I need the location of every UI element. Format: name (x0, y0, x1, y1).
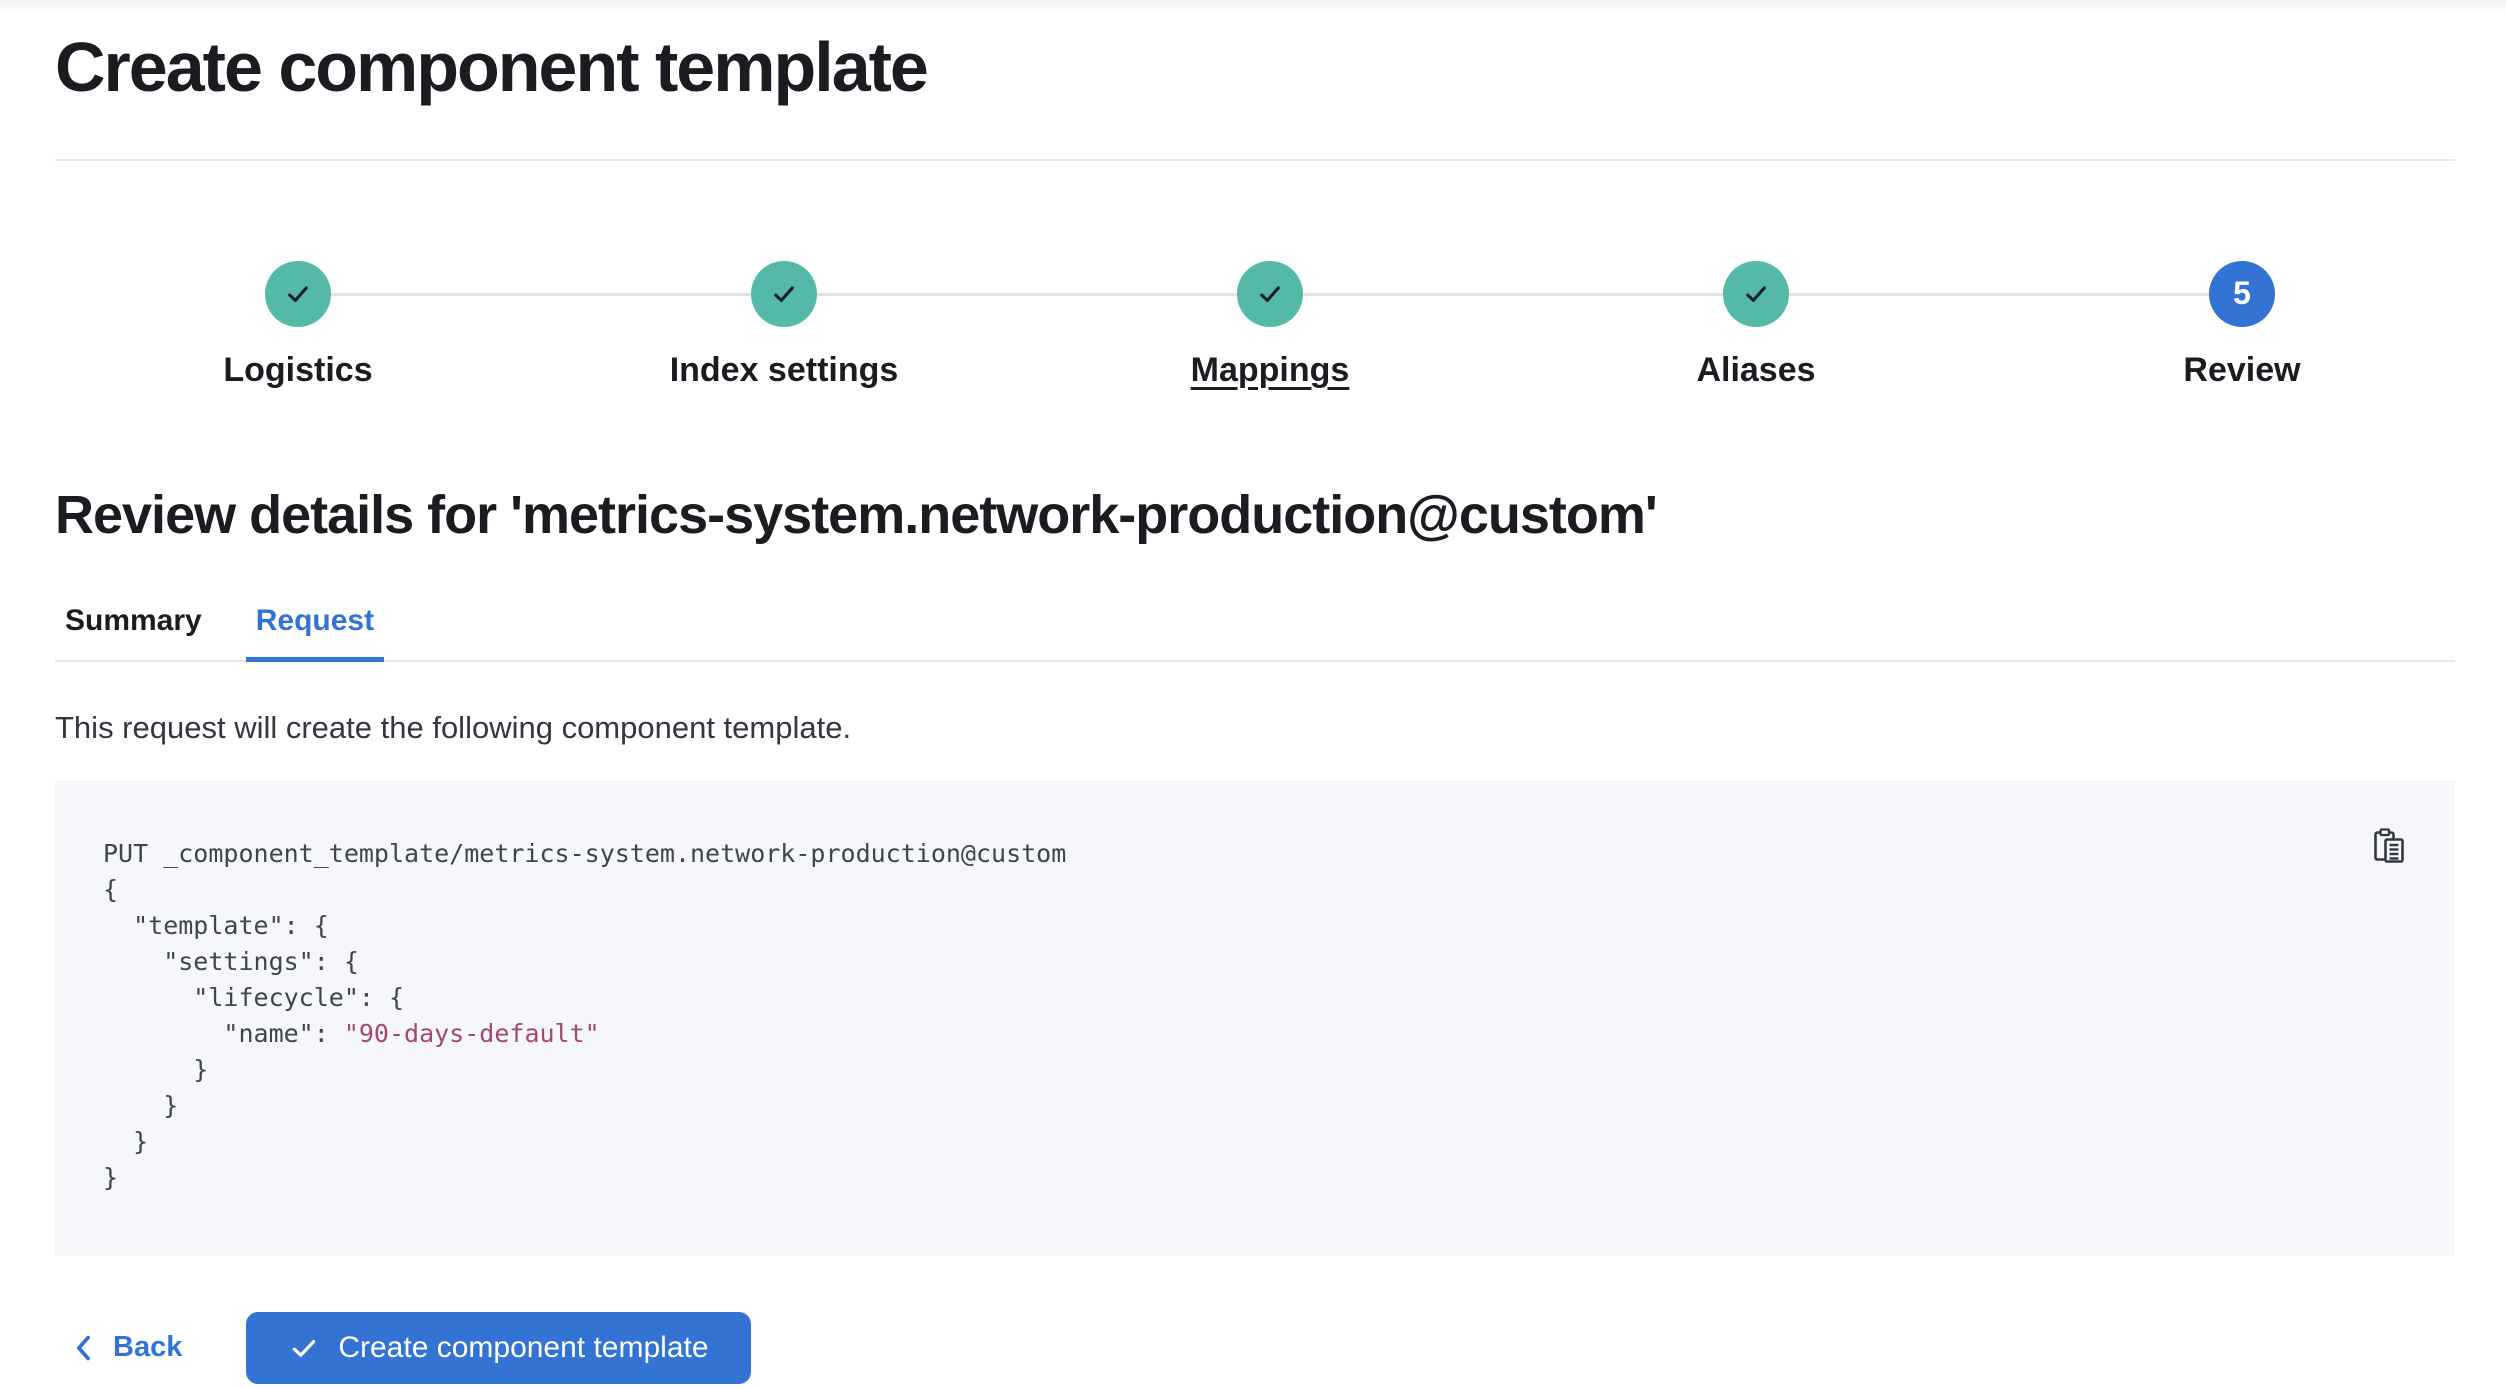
step-status-circle (751, 260, 817, 327)
create-component-template-button[interactable]: Create component template (246, 1311, 751, 1384)
footer: Back Create component template (55, 1311, 2455, 1384)
step-check-icon (1746, 286, 1766, 302)
copy-clipboard-icon (2374, 828, 2404, 863)
review-heading: Review details for 'metrics-system.netwo… (55, 484, 1658, 545)
step-label: Review (2183, 350, 2301, 389)
step-check-icon (774, 286, 794, 302)
tab-label: Summary (65, 603, 202, 637)
chevron-left-icon (76, 1335, 90, 1361)
step-label: Mappings (1190, 350, 1350, 389)
tabs: Summary Request (55, 604, 2455, 662)
code-line: } (103, 1162, 119, 1192)
submit-label: Create component template (338, 1330, 709, 1364)
tab-summary[interactable]: Summary (55, 604, 212, 660)
code-line: PUT _component_template/metrics-system.n… (103, 838, 1067, 868)
step-status-circle (1237, 260, 1303, 327)
step-status-circle (1723, 260, 1789, 327)
step-check-icon (288, 286, 308, 302)
tab-label: Request (255, 603, 375, 637)
title-divider (55, 158, 2455, 161)
step-index-settings[interactable]: Index settings (541, 260, 1027, 390)
step-number: 5 (2233, 275, 2251, 312)
tab-request[interactable]: Request (245, 603, 385, 662)
step-check-icon (1260, 286, 1280, 302)
code-line: "lifecycle": { (103, 982, 405, 1012)
code-line: } (103, 1090, 179, 1120)
copy-button[interactable] (2373, 826, 2405, 866)
step-logistics[interactable]: Logistics (55, 260, 541, 390)
back-button[interactable]: Back (71, 1331, 182, 1364)
step-label: Logistics (223, 350, 373, 389)
code-line: { (103, 874, 119, 904)
code-line: } (103, 1126, 149, 1156)
step-status-circle (265, 260, 331, 327)
active-tab-indicator (245, 656, 385, 662)
request-description: This request will create the following c… (55, 709, 852, 745)
code-line: } (103, 1054, 209, 1084)
step-label: Aliases (1696, 350, 1816, 389)
stepper: Logistics Index settings Mappings Aliase… (55, 260, 2485, 390)
back-label: Back (113, 1331, 183, 1364)
step-review[interactable]: 5 Review (1999, 260, 2485, 390)
request-code-panel: PUT _component_template/metrics-system.n… (55, 779, 2455, 1256)
step-status-circle: 5 (2209, 260, 2275, 327)
code-line: "name": "90-days-default" (103, 1018, 600, 1048)
step-label: Index settings (669, 350, 899, 389)
step-mappings[interactable]: Mappings (1027, 260, 1513, 390)
code-line: "settings": { (103, 946, 359, 976)
step-aliases[interactable]: Aliases (1513, 260, 1999, 390)
request-code: PUT _component_template/metrics-system.n… (103, 836, 2407, 1196)
code-line: "template": { (103, 910, 329, 940)
check-icon (293, 1339, 316, 1357)
page-title: Create component template (55, 28, 929, 106)
